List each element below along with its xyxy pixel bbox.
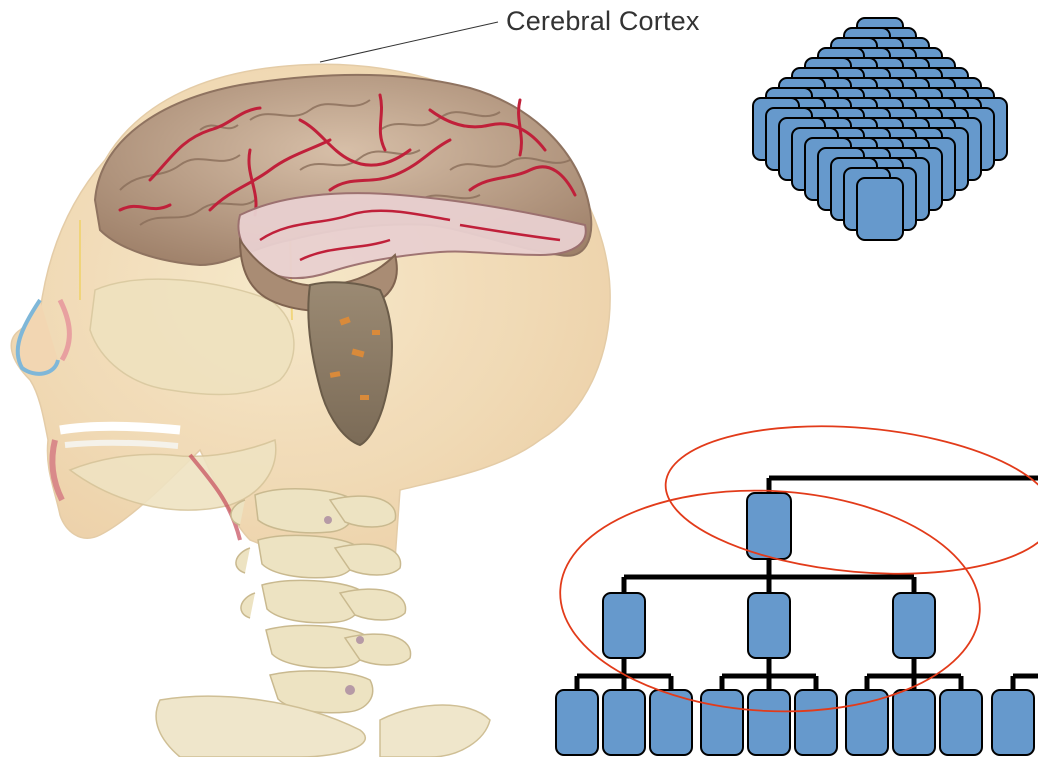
tree-node-leaf: [795, 690, 837, 755]
tree-node-leaf: [893, 690, 935, 755]
cerebral-cortex-label: Cerebral Cortex: [506, 6, 700, 37]
hierarchy-tree: [556, 478, 1038, 755]
tree-node-level1: [893, 593, 935, 658]
highlight-ellipse-upper: [659, 411, 1038, 588]
tree-node-leaf: [603, 690, 645, 755]
tree-node-leaf: [846, 690, 888, 755]
cortex-pointer-line: [320, 22, 498, 62]
tree-node-leaf: [748, 690, 790, 755]
jaw-teeth: [60, 426, 180, 430]
tree-node-leaf: [701, 690, 743, 755]
grid-node: [857, 178, 903, 240]
tree-node-level1: [603, 593, 645, 658]
shoulder-bone: [380, 705, 490, 757]
tree-node-leaf: [556, 690, 598, 755]
node-grid: [753, 18, 1007, 240]
tree-node-root: [747, 493, 791, 559]
tree-node-leaf: [940, 690, 982, 755]
tree-node-leaf: [992, 690, 1034, 755]
tree-node-leaf: [650, 690, 692, 755]
tree-node-level1: [748, 593, 790, 658]
jaw-teeth-lower: [65, 443, 178, 446]
head-illustration: [11, 64, 610, 757]
